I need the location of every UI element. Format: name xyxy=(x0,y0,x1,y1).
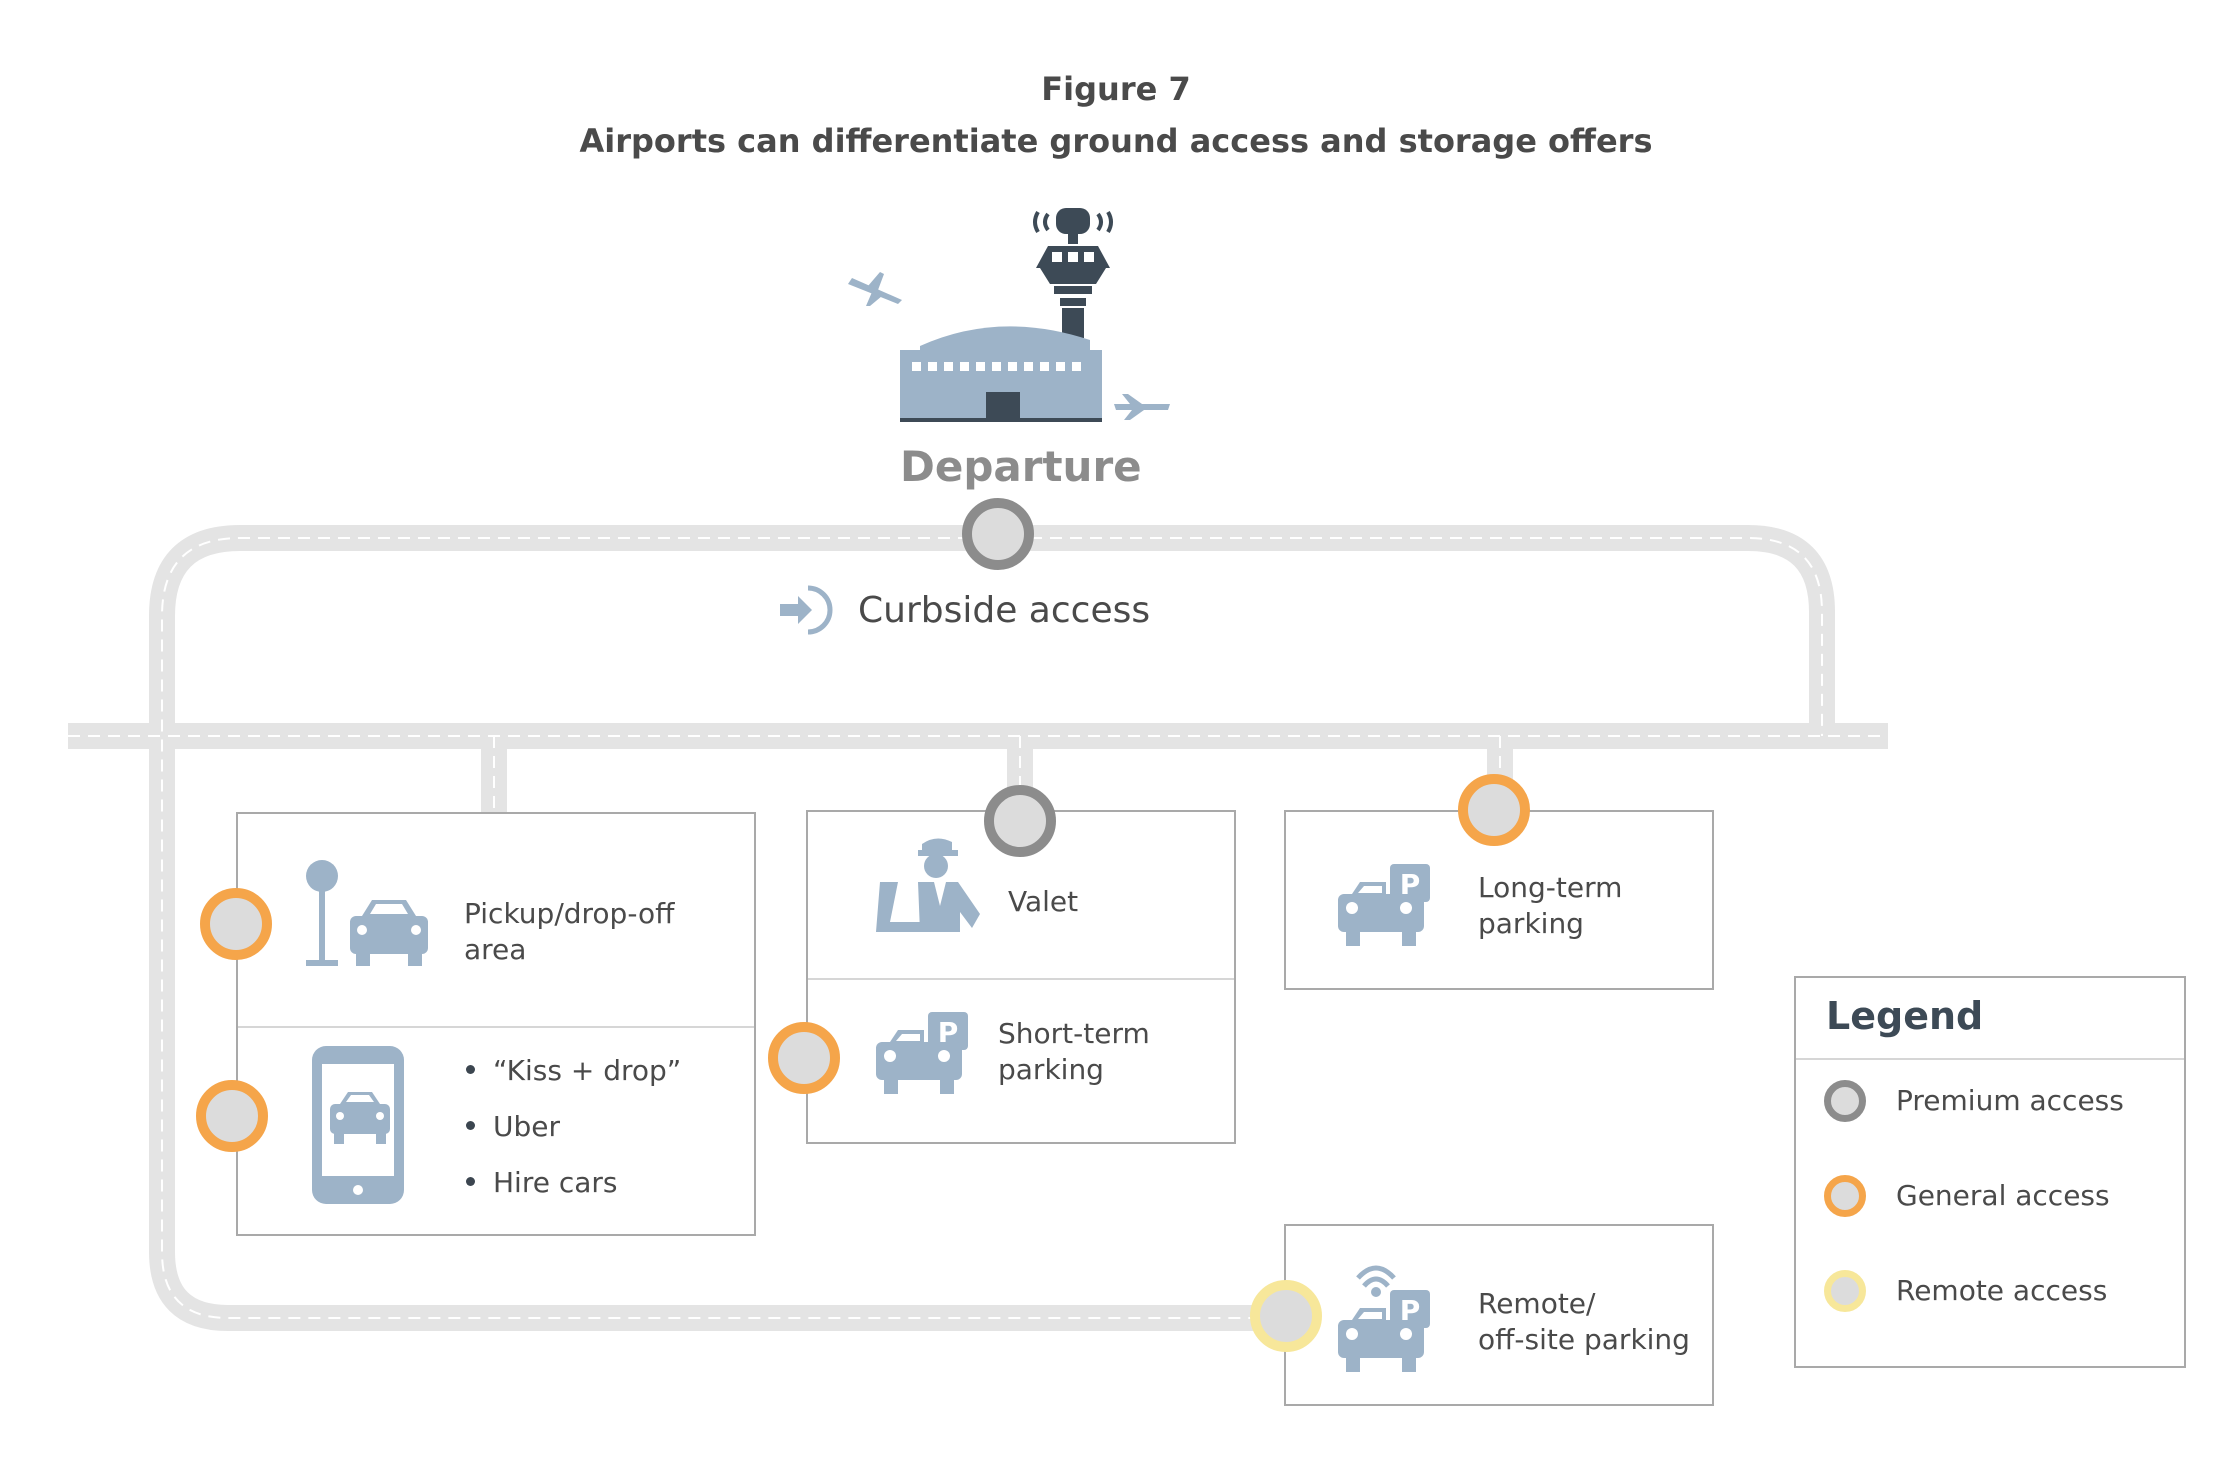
car-parking-icon: P xyxy=(876,1012,968,1094)
curbside-access-label: Curbside access xyxy=(858,590,1151,631)
smartphone-car-icon xyxy=(312,1046,404,1204)
legend-divider xyxy=(1796,1058,2184,1060)
svg-text:P: P xyxy=(938,1016,959,1049)
general-access-marker-shortterm xyxy=(768,1022,840,1094)
control-tower-icon xyxy=(1033,208,1113,338)
legend-title: Legend xyxy=(1826,994,1984,1038)
general-access-swatch xyxy=(1824,1175,1866,1217)
remote-parking-label: Remote/ off-site parking xyxy=(1478,1287,1690,1356)
list-item: Uber xyxy=(466,1110,560,1143)
legend-item-remote: Remote access xyxy=(1896,1274,2108,1307)
car-parking-icon: P xyxy=(1338,864,1430,946)
terminal-building-icon xyxy=(900,326,1102,422)
valet-attendant-icon xyxy=(876,838,980,932)
departure-label: Departure xyxy=(900,442,1142,491)
remote-access-marker xyxy=(1250,1280,1322,1352)
short-term-label: Short-term parking xyxy=(998,1017,1150,1086)
premium-access-marker-curbside xyxy=(962,498,1034,570)
figure-title: Airports can differentiate ground access… xyxy=(579,122,1653,160)
general-access-marker-pickup xyxy=(200,888,272,960)
bus-stop-car-icon xyxy=(306,860,428,966)
general-access-marker-longterm xyxy=(1458,774,1530,846)
svg-text:P: P xyxy=(1400,868,1421,901)
airplane-icon xyxy=(848,272,902,306)
legend-item-premium: Premium access xyxy=(1896,1084,2124,1117)
legend-item-general: General access xyxy=(1896,1179,2110,1212)
legend: Legend Premium access General access Rem… xyxy=(1794,976,2186,1368)
list-item: Hire cars xyxy=(466,1166,618,1199)
kiss-drop-list: “Kiss + drop” Uber Hire cars xyxy=(466,1054,726,1214)
premium-access-swatch xyxy=(1824,1080,1866,1122)
airplane-icon xyxy=(1114,394,1170,420)
enter-arrow-icon xyxy=(780,585,833,635)
long-term-label: Long-term parking xyxy=(1478,871,1623,940)
general-access-marker-kiss xyxy=(196,1080,268,1152)
box-divider xyxy=(808,978,1234,980)
figure-label: Figure 7 xyxy=(1041,70,1191,108)
box-divider xyxy=(238,1026,754,1028)
premium-access-marker-valet xyxy=(984,785,1056,857)
valet-label: Valet xyxy=(1008,885,1079,918)
remote-parking-box xyxy=(1284,1224,1714,1406)
list-item: “Kiss + drop” xyxy=(466,1054,681,1087)
pickup-label: Pickup/drop-off area xyxy=(464,897,675,966)
svg-text:P: P xyxy=(1400,1294,1421,1327)
car-parking-wifi-icon: P xyxy=(1338,1265,1430,1372)
remote-access-swatch xyxy=(1824,1270,1866,1312)
